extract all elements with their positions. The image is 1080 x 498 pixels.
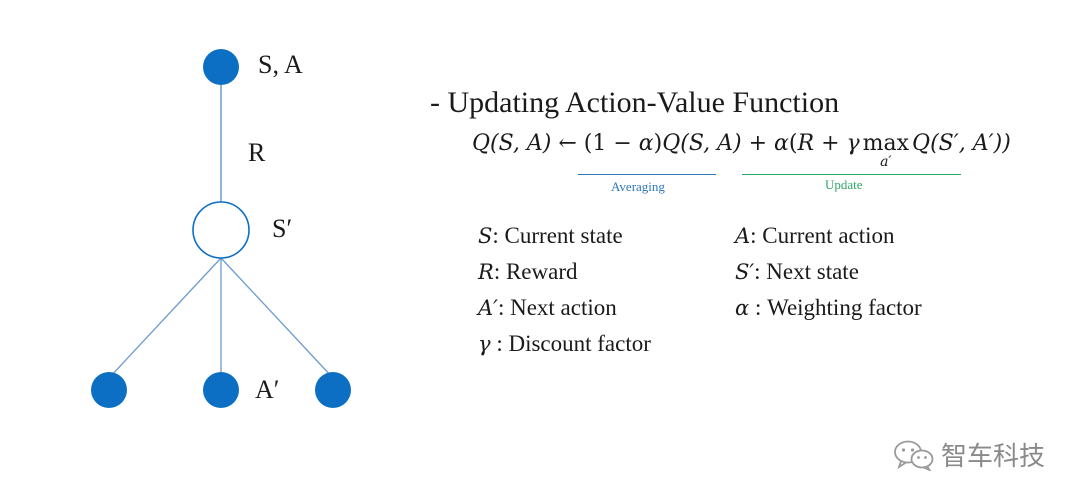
update-label: Update — [825, 177, 863, 192]
definition-symbol: A′ — [478, 296, 498, 320]
definition-item: γ : Discount factor — [478, 332, 651, 355]
definition-item: S: Current state — [478, 224, 623, 247]
definition-item: A′: Next action — [478, 296, 617, 319]
watermark: 智车科技 — [893, 436, 1045, 473]
formula-paren: ) — [653, 131, 663, 156]
definition-symbol: A — [735, 224, 751, 248]
formula-reward: R — [797, 131, 815, 156]
formula-gamma: γ — [846, 131, 860, 156]
formula-args: (S, A) — [680, 131, 742, 156]
formula-arrow: ← (1 − — [551, 131, 639, 156]
averaging-underline — [578, 174, 716, 175]
middle-node — [192, 201, 250, 259]
definition-symbol: α — [735, 296, 750, 320]
definition-text: : Current action — [750, 223, 895, 248]
definition-text: : Discount factor — [490, 331, 651, 356]
definition-symbol: S — [478, 224, 493, 248]
watermark-text: 智车科技 — [941, 442, 1046, 472]
definition-item: S′: Next state — [735, 260, 859, 283]
definition-text: : Next action — [497, 295, 617, 320]
formula-alpha: α — [774, 131, 789, 156]
edge-middle-to-leaf-right — [220, 257, 334, 379]
leaf-node-right — [315, 372, 351, 408]
definition-text: : Reward — [493, 259, 578, 284]
definition-item: R: Reward — [478, 260, 577, 283]
formula-args: (S′, A′)) — [930, 131, 1011, 156]
formula-args: (S, A) — [490, 131, 552, 156]
definition-text: : Next state — [754, 259, 859, 284]
formula-plus: + — [741, 131, 775, 156]
formula-paren: ( — [788, 131, 798, 156]
update-underline — [742, 174, 961, 175]
definition-symbol: γ — [478, 332, 491, 356]
wechat-icon — [894, 440, 934, 471]
formula-q: Q — [472, 131, 491, 156]
leaf-node-label: A′ — [255, 375, 280, 404]
definition-item: α : Weighting factor — [735, 296, 922, 319]
definition-symbol: S′ — [735, 260, 755, 284]
middle-node-label: S′ — [272, 214, 293, 243]
definition-item: A: Current action — [735, 224, 895, 247]
definition-text: : Current state — [492, 223, 623, 248]
leaf-node-left — [91, 372, 127, 408]
definition-text: : Weighting factor — [749, 295, 922, 320]
formula-plus: + — [814, 131, 847, 156]
leaf-node-center — [203, 372, 239, 408]
definition-symbol: R — [478, 260, 494, 284]
page-title: - Updating Action-Value Function — [430, 86, 840, 119]
edge-reward-label: R — [248, 138, 266, 167]
formula-q: Q — [662, 131, 681, 156]
edge-middle-to-leaf-left — [108, 257, 222, 379]
root-node — [203, 49, 239, 85]
formula-max-text: max — [862, 131, 910, 156]
root-node-label: S, A — [258, 50, 303, 79]
formula-q: Q — [912, 131, 931, 156]
backup-tree-diagram — [91, 49, 351, 408]
averaging-label: Averaging — [611, 179, 665, 194]
formula-alpha: α — [638, 131, 654, 156]
formula-max-subscript: a′ — [880, 154, 892, 170]
